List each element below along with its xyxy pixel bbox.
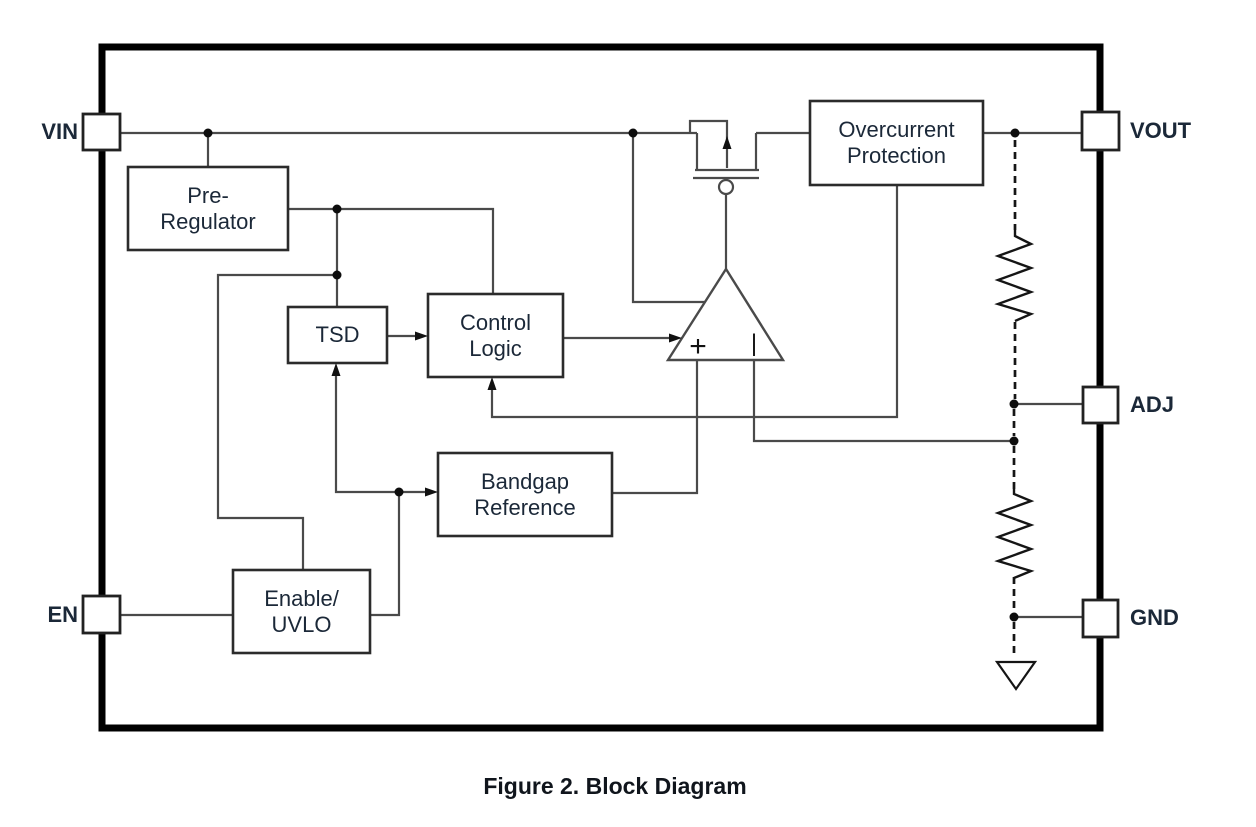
error-amplifier-icon	[665, 266, 786, 362]
enable-uvlo-box	[231, 568, 372, 655]
adj-pin-square	[1081, 385, 1120, 425]
resistor-r1-icon	[994, 230, 1035, 323]
en-pin-label: EN	[47, 602, 78, 627]
figure-caption: Figure 2. Block Diagram	[483, 773, 747, 799]
pre-regulator-line1: Pre-	[187, 182, 229, 208]
overcurrent-label: Overcurrent Protection	[810, 101, 983, 185]
tsd-box	[286, 305, 389, 365]
bandgap-label: Bandgap Reference	[438, 453, 612, 536]
arrow-into-amplifier	[669, 333, 682, 343]
amp-feedback-wire	[752, 360, 1014, 443]
fet-gate-bubble	[717, 178, 735, 196]
overcurrent-box	[808, 99, 985, 187]
bandgap-line2: Reference	[474, 494, 576, 520]
signal-wires	[120, 131, 1083, 619]
enable-uvlo-line2: UVLO	[271, 611, 332, 637]
gnd-pin-square	[1081, 598, 1120, 639]
amp-inverting-mark: |	[750, 330, 758, 357]
bandgap-to-amp-wire	[612, 360, 699, 495]
divider-dashed-segments	[1012, 140, 1017, 658]
enable-uvlo-label: Enable/ UVLO	[233, 570, 370, 653]
adj-pin-label: ADJ	[1130, 392, 1175, 417]
vout-pin-label: VOUT	[1130, 118, 1192, 143]
overcurrent-line2: Protection	[846, 143, 947, 168]
arrow-into-control-logic-bottom	[487, 377, 497, 390]
fet-body-strap	[688, 119, 729, 168]
preregulator-to-enable-wire	[216, 273, 337, 570]
control-logic-label: Control Logic	[428, 294, 563, 377]
tsd-label: TSD	[288, 307, 387, 363]
pass-transistor-icon	[688, 119, 759, 269]
pre-regulator-line2: Regulator	[160, 208, 256, 234]
pre-regulator-label: Pre- Regulator	[128, 167, 288, 250]
ocp-to-controllogic-wire	[490, 185, 899, 419]
ground-symbol-icon	[994, 660, 1038, 691]
tsd-line1: TSD	[315, 322, 360, 347]
bandgap-box	[436, 451, 614, 538]
pre-regulator-box	[126, 165, 290, 252]
arrowheads	[331, 331, 682, 497]
bandgap-line1: Bandgap	[480, 468, 570, 494]
resistor-r2-icon	[994, 489, 1035, 580]
amp-noninverting-mark: +	[689, 330, 707, 363]
junction-dots	[203, 128, 1020, 622]
overcurrent-line1: Overcurrent	[838, 117, 955, 142]
vin-to-amp-bias-wire	[631, 133, 705, 304]
en-pin-square	[81, 594, 122, 635]
gnd-pin-label: GND	[1130, 605, 1179, 630]
package-pins	[81, 110, 1121, 639]
arrow-into-bandgap	[425, 487, 438, 497]
preregulator-to-controllogic-wire	[288, 207, 495, 294]
arrow-into-control-logic-left	[415, 331, 428, 341]
vin-pin-square	[81, 112, 122, 152]
vin-pin-label: VIN	[41, 119, 78, 144]
fet-arrow	[722, 136, 732, 149]
control-logic-line2: Logic	[469, 335, 522, 361]
control-logic-line1: Control	[460, 309, 531, 335]
feedback-divider	[994, 140, 1038, 691]
vout-pin-square	[1080, 110, 1121, 152]
arrow-into-tsd-bottom	[331, 363, 341, 376]
control-logic-box	[426, 292, 565, 379]
enable-uvlo-line1: Enable/	[264, 585, 339, 611]
block-boxes	[126, 99, 985, 655]
